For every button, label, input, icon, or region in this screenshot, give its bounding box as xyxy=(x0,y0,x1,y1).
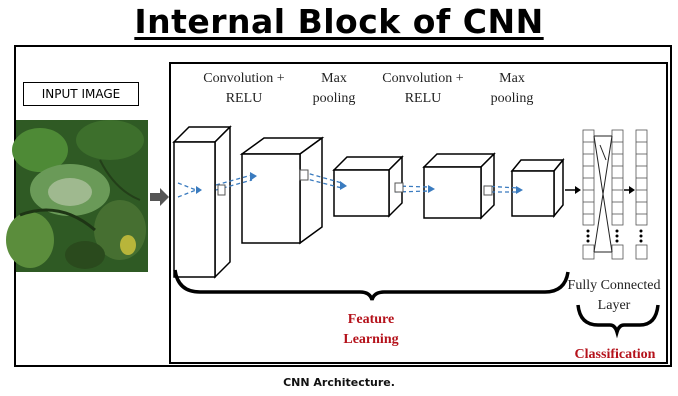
inner-block-frame xyxy=(169,62,668,364)
layer-label-3-line1: Convolution + xyxy=(382,71,464,86)
outer-frame xyxy=(14,45,672,367)
conv-block-1 xyxy=(172,125,232,279)
fc-label-line2: Layer xyxy=(598,298,631,313)
input-arrow xyxy=(150,188,169,206)
fc-arrow-1 xyxy=(565,186,581,194)
fc-connections xyxy=(593,135,613,253)
page-title: Internal Block of CNN xyxy=(134,2,544,41)
pool-block-2 xyxy=(422,152,496,220)
classification-label: Classification xyxy=(575,347,656,362)
layer-label-1-line1: Convolution + xyxy=(203,71,285,86)
figure-caption: CNN Architecture. xyxy=(283,376,395,389)
dashed-connection-arrows xyxy=(177,171,519,198)
input-image-label: INPUT IMAGE xyxy=(23,82,139,106)
fc-layer-columns xyxy=(582,129,648,260)
feature-learning-label-line2: Learning xyxy=(343,332,398,347)
layer-label-4-line2: pooling xyxy=(491,91,534,106)
small-kernel-squares xyxy=(217,169,493,196)
fc-arrow-2 xyxy=(624,186,635,194)
pool-block-1 xyxy=(239,136,325,245)
fc-label-line1: Fully Connected xyxy=(568,278,661,293)
layer-label-4-line1: Max xyxy=(499,71,525,86)
layer-label-3-line2: RELU xyxy=(405,91,442,106)
feature-learning-label-line1: Feature xyxy=(348,312,394,327)
final-feature-block xyxy=(510,157,565,219)
dashed-arrowheads xyxy=(196,172,523,194)
classification-brace xyxy=(576,304,660,339)
layer-label-1-line2: RELU xyxy=(226,91,263,106)
layer-label-2-line1: Max xyxy=(321,71,347,86)
feature-learning-brace xyxy=(173,269,570,301)
fc-ellipsis-dots xyxy=(586,229,643,243)
input-image xyxy=(6,120,148,272)
layer-label-2-line2: pooling xyxy=(313,91,356,106)
